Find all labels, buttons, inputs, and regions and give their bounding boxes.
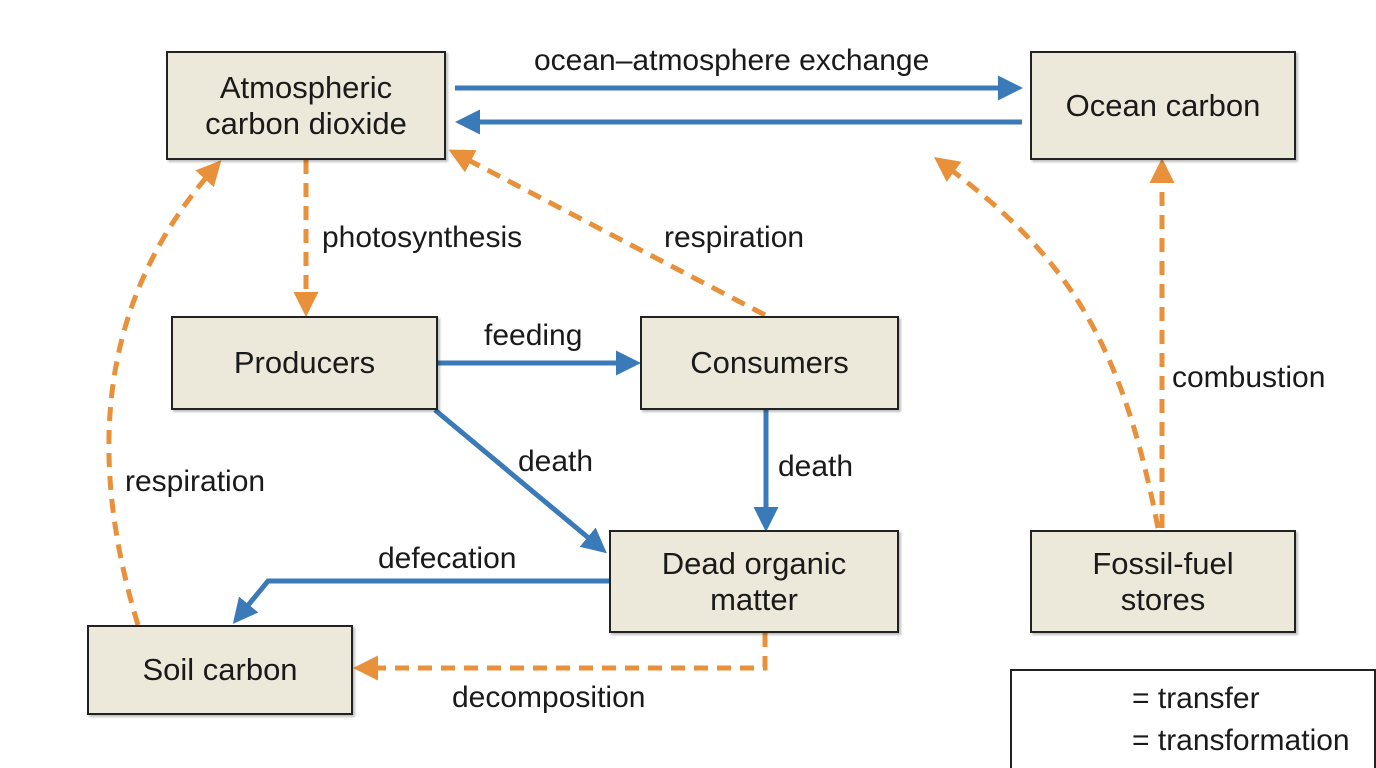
node-soil-carbon: Soil carbon: [87, 625, 353, 715]
node-consumers: Consumers: [640, 316, 899, 410]
arrow-defecation: [232, 578, 609, 624]
node-fossil-line1: Fossil-fuel: [1092, 545, 1234, 581]
arrow-decomposition: [353, 633, 768, 681]
label-ocean-atmosphere-exchange: ocean–atmosphere exchange: [534, 44, 930, 77]
node-soil-carbon-label: Soil carbon: [142, 652, 298, 687]
node-ocean-carbon: Ocean carbon: [1030, 51, 1296, 160]
node-dead-organic-matter: Dead organic matter: [609, 530, 899, 633]
legend-transfer-label: = transfer: [1132, 682, 1260, 715]
label-respiration-consumers: respiration: [664, 221, 805, 254]
node-fossil-line2: stores: [1120, 581, 1206, 617]
label-death-producers: death: [518, 445, 594, 478]
node-atmospheric-co2-line2: carbon dioxide: [205, 105, 407, 141]
node-fossil-fuel-stores: Fossil-fuel stores: [1030, 530, 1296, 633]
legend: [1010, 669, 1376, 768]
node-atmospheric-co2: Atmospheric carbon dioxide: [166, 51, 446, 160]
label-feeding: feeding: [484, 319, 583, 352]
arrow-death-producers: [433, 408, 607, 554]
label-respiration-soil: respiration: [125, 465, 266, 498]
node-dead-organic-line2: matter: [710, 581, 798, 617]
node-dead-organic-line1: Dead organic: [661, 545, 847, 581]
arrow-respiration-soil: [106, 160, 222, 626]
arrow-fossil-to-atmosphere: [933, 157, 1161, 529]
node-producers-label: Producers: [233, 345, 376, 380]
node-ocean-carbon-label: Ocean carbon: [1065, 87, 1261, 123]
node-atmospheric-co2-line1: Atmospheric: [219, 69, 393, 105]
node-producers: Producers: [171, 316, 438, 410]
label-death-consumers: death: [778, 450, 854, 483]
arrow-respiration-consumers: [448, 149, 767, 318]
label-photosynthesis: photosynthesis: [322, 221, 523, 254]
label-decomposition: decomposition: [452, 681, 646, 714]
label-combustion: combustion: [1172, 361, 1326, 394]
label-defecation: defecation: [378, 542, 517, 575]
legend-transformation-label: = transformation: [1132, 724, 1350, 757]
node-consumers-label: Consumers: [690, 345, 849, 380]
